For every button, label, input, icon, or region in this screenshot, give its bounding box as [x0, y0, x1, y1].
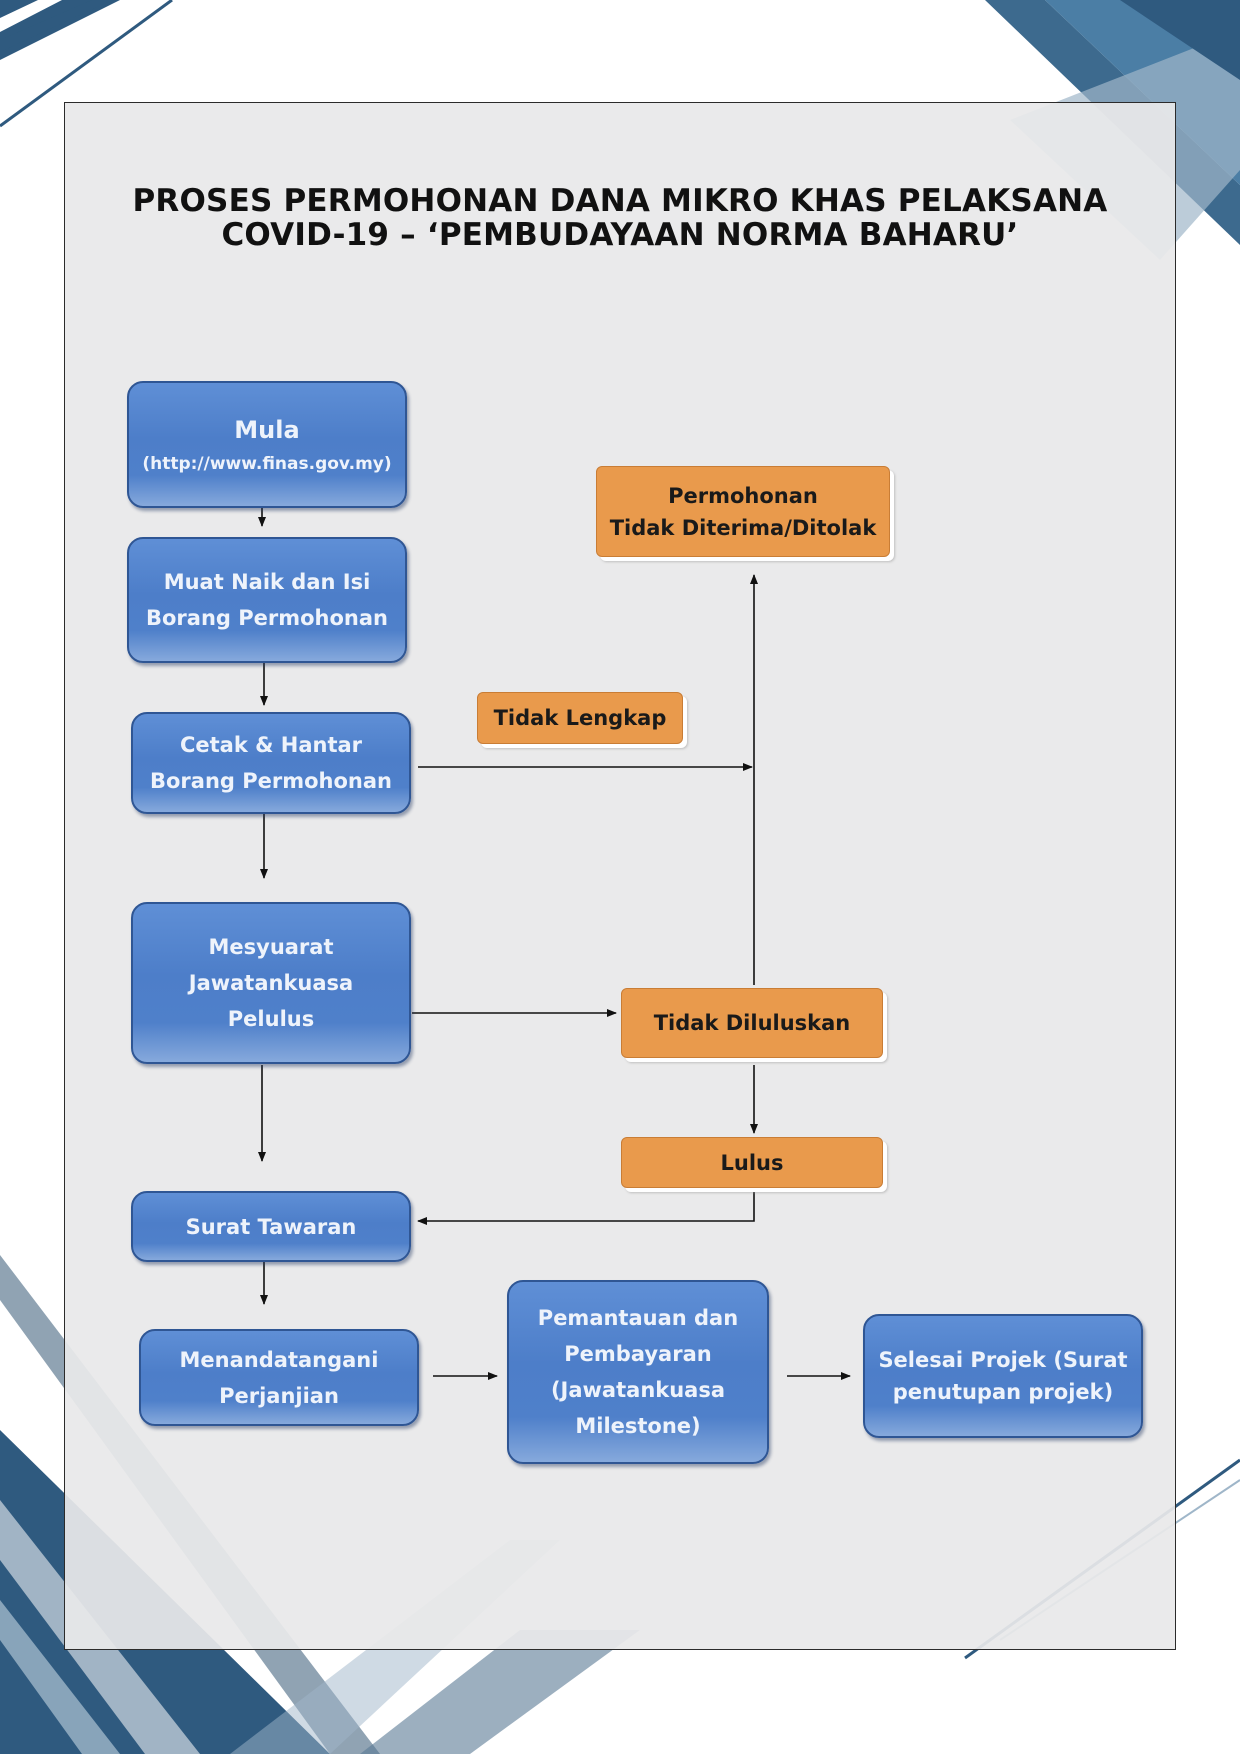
node-pemantauan-line-3: (Jawatankuasa — [550, 1378, 726, 1402]
node-selesai-line-1: Selesai Projek (Surat — [878, 1348, 1128, 1372]
node-pemantauan-line-4: Milestone) — [575, 1414, 701, 1438]
node-cetak-hantar: Cetak & Hantar Borang Permohonan — [131, 712, 411, 814]
node-selesai-line-2: penutupan projek) — [892, 1380, 1114, 1404]
node-mula-url: (http://www.finas.gov.my) — [142, 453, 392, 474]
node-mesyuarat-line-2: Jawatankuasa — [188, 971, 354, 995]
title-line-1: PROSES PERMOHONAN DANA MIKRO KHAS PELAKS… — [132, 183, 1108, 219]
node-pemantauan: Pemantauan dan Pembayaran (Jawatankuasa … — [507, 1280, 769, 1464]
node-tidak-diluluskan-label: Tidak Diluluskan — [653, 1011, 851, 1035]
node-mula: Mula (http://www.finas.gov.my) — [127, 381, 407, 508]
node-mesyuarat-line-1: Mesyuarat — [208, 935, 334, 959]
node-tidak-lengkap-label: Tidak Lengkap — [493, 706, 667, 730]
arrow-lulus-to-surat-tawaran — [417, 1192, 755, 1225]
node-cetak-line-1: Cetak & Hantar — [179, 733, 363, 757]
page-title: PROSES PERMOHONAN DANA MIKRO KHAS PELAKS… — [64, 184, 1176, 252]
node-mula-label: Mula — [234, 415, 300, 444]
top-left-stripes — [0, 0, 173, 128]
node-muat-naik: Muat Naik dan Isi Borang Permohonan — [127, 537, 407, 663]
node-pemantauan-line-1: Pemantauan dan — [537, 1306, 739, 1330]
node-mesyuarat-line-3: Pelulus — [227, 1007, 315, 1031]
node-surat-tawaran: Surat Tawaran — [131, 1191, 411, 1262]
node-pemantauan-line-2: Pembayaran — [564, 1342, 712, 1366]
title-line-2: COVID-19 – ‘PEMBUDAYAAN NORMA BAHARU’ — [221, 217, 1019, 253]
node-mesyuarat: Mesyuarat Jawatankuasa Pelulus — [131, 902, 411, 1064]
node-muat-naik-line-2: Borang Permohonan — [145, 606, 388, 630]
node-permohonan-ditolak: Permohonan Tidak Diterima/Ditolak — [596, 466, 890, 557]
node-tidak-diluluskan: Tidak Diluluskan — [621, 988, 883, 1058]
node-tidak-lengkap: Tidak Lengkap — [477, 692, 683, 744]
node-cetak-line-2: Borang Permohonan — [149, 769, 392, 793]
node-permohonan-ditolak-line-1: Permohonan — [668, 483, 818, 508]
node-permohonan-ditolak-line-2: Tidak Diterima/Ditolak — [609, 515, 877, 540]
node-lulus: Lulus — [621, 1137, 883, 1188]
node-surat-tawaran-label: Surat Tawaran — [185, 1214, 357, 1239]
node-muat-naik-line-1: Muat Naik dan Isi — [163, 570, 371, 594]
node-selesai-projek: Selesai Projek (Surat penutupan projek) — [863, 1314, 1143, 1438]
node-menandatangani-line-1: Menandatangani — [179, 1347, 379, 1372]
node-menandatangani-line-2: Perjanjian — [219, 1383, 339, 1408]
node-lulus-label: Lulus — [720, 1150, 784, 1175]
node-menandatangani: Menandatangani Perjanjian — [139, 1329, 419, 1426]
